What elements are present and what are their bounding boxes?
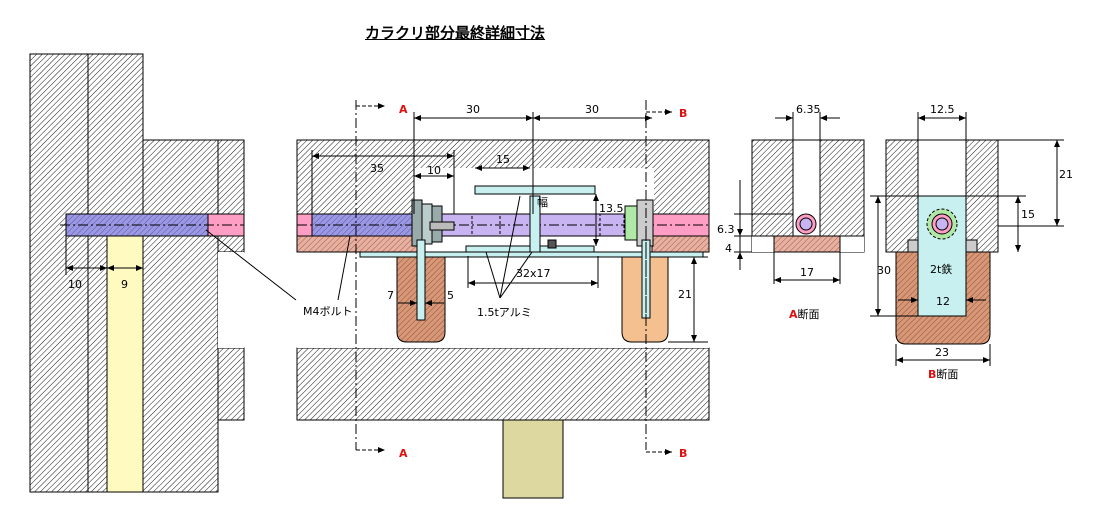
brown-strip-right (651, 235, 710, 253)
dim-32x17: 32x17 (516, 267, 551, 280)
left-dim-10: 10 (68, 278, 82, 291)
section-a-pink-strip (773, 235, 841, 253)
green-bushing (624, 205, 638, 241)
dim-30-right: 30 (585, 103, 599, 116)
label-aluminum: 1.5tアルミ (477, 306, 532, 319)
dim-7: 7 (387, 289, 394, 302)
cyan-plate-top (474, 185, 596, 195)
dim-10: 10 (427, 164, 441, 177)
drawing-title: カラクリ部分最終詳細寸法 (364, 24, 545, 42)
left-block-upper (142, 139, 219, 493)
dim-35: 35 (370, 162, 384, 175)
marker-a-top: A (399, 103, 408, 116)
section-b-dim-21: 21 (1059, 168, 1073, 181)
khaki-post (502, 419, 564, 499)
dim-5: 5 (447, 289, 454, 302)
left-shelf (218, 252, 244, 348)
label-width: 幅 (537, 196, 548, 209)
section-b-dim-23: 23 (935, 346, 949, 359)
left-cream-post (106, 235, 144, 493)
dim-15: 15 (496, 153, 510, 166)
center-bottom-beam (296, 347, 710, 421)
dim-13-5: 13.5 (599, 202, 624, 215)
section-a-dim-17: 17 (800, 266, 814, 279)
section-b-dim-12-5: 12.5 (930, 103, 955, 116)
section-b-dim-12: 12 (936, 295, 950, 308)
marker-b-top: B (679, 107, 687, 120)
left-rail-lower (217, 347, 245, 421)
section-a-dim-6-35: 6.35 (796, 103, 821, 116)
section-b-dim-30: 30 (877, 264, 891, 277)
dim-21: 21 (678, 288, 692, 301)
section-b-dim-15: 15 (1021, 208, 1035, 221)
section-a-dim-4: 4 (725, 242, 732, 255)
dim-30-left: 30 (466, 103, 480, 116)
marker-b-bottom: B (679, 447, 687, 460)
label-m4-bolt: M4ボルト (303, 305, 353, 318)
section-b: 12.5 21 15 30 2t鉄 12 23 B断面 (870, 103, 1073, 381)
left-view: 10 9 (29, 53, 245, 493)
left-dim-9: 9 (121, 278, 128, 291)
section-a: 6.35 6.3 4 17 A断面 (717, 103, 865, 321)
section-b-caption: B断面 (928, 367, 958, 381)
marker-a-bottom: A (399, 447, 408, 460)
brown-strip-left (296, 235, 418, 253)
section-a-dim-6-3: 6.3 (717, 223, 735, 236)
section-b-label-steel: 2t鉄 (930, 262, 952, 276)
section-a-caption: A断面 (789, 307, 820, 321)
center-view: A B A B 30 30 35 10 15 幅 13.5 32x17 21 7… (205, 100, 710, 499)
